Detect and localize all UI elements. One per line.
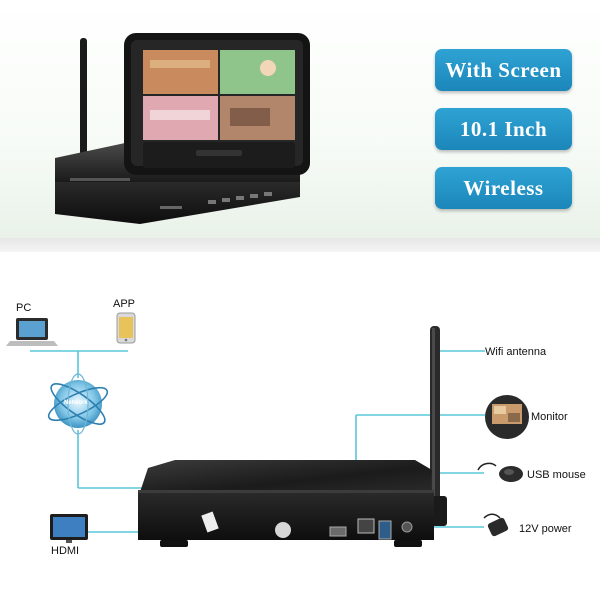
hdmi-port (329, 526, 347, 537)
feature-with-screen-badge: With Screen (435, 49, 572, 91)
usb-mouse-label: USB mouse (527, 469, 586, 481)
usb-port (378, 520, 392, 540)
nvr-rear-view-image (138, 326, 447, 547)
hdmi-label: HDMI (51, 545, 80, 557)
network-label: Network (64, 400, 88, 406)
monitor-label: Monitor (531, 411, 568, 423)
antenna-icon (80, 38, 87, 156)
app-label: APP (113, 298, 136, 310)
wifi-antenna-label: Wifi antenna (485, 346, 547, 358)
lan-port (357, 518, 375, 534)
network-globe-icon (47, 373, 109, 435)
nvr-with-screen-image (55, 33, 310, 224)
power-port (401, 521, 413, 533)
power-label: 12V power (519, 523, 572, 535)
hdmi-display-icon (50, 514, 88, 543)
pc-label: PC (16, 302, 32, 314)
power-adapter-icon (483, 513, 509, 537)
pc-laptop-icon (6, 318, 58, 346)
feature-wireless-badge: Wireless (435, 167, 572, 209)
app-phone-icon (116, 312, 136, 344)
usb-mouse-icon (477, 462, 523, 482)
monitor-icon (485, 395, 529, 439)
section-divider (0, 238, 600, 252)
feature-screen-size-badge: 10.1 Inch (435, 108, 572, 150)
